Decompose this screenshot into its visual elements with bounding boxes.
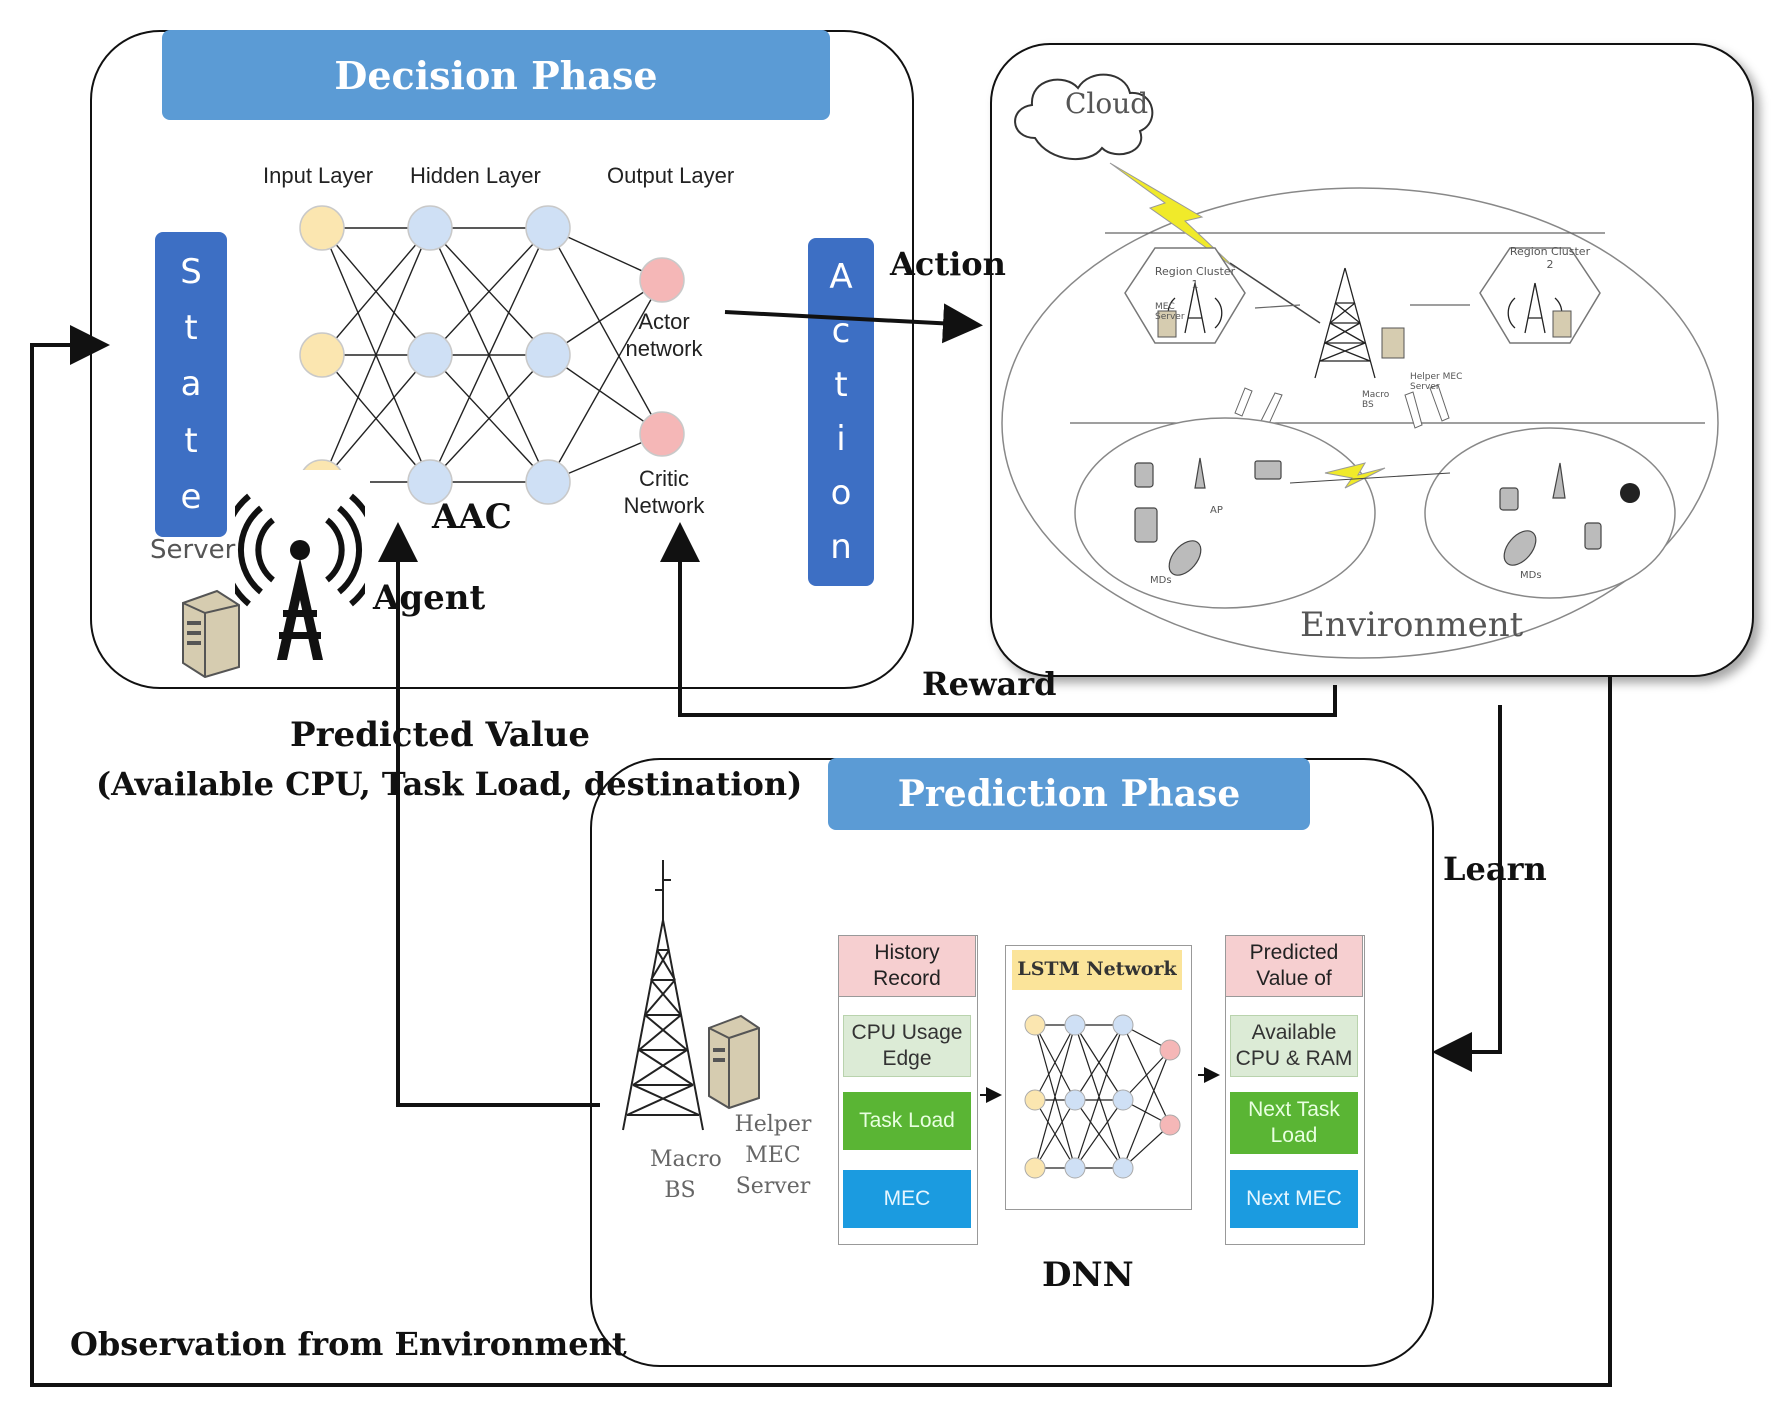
action-letter: t — [834, 365, 848, 405]
action-letter: c — [831, 311, 851, 351]
action-letter: i — [836, 419, 846, 459]
hidden-node — [407, 332, 453, 378]
right-device-cluster — [1424, 427, 1676, 599]
region-cluster-1-label: Region Cluster 1 — [1154, 265, 1236, 291]
critic-network-label: Critic Network — [623, 465, 705, 519]
critic-output-node — [639, 411, 685, 457]
next-mec-cell: Next MEC — [1230, 1170, 1358, 1228]
predicted-value-label: Predicted Value — [290, 715, 591, 755]
actor-network-label: Actor network — [625, 308, 703, 362]
action-letter: o — [830, 473, 852, 513]
mds-right-label: MDs — [1520, 570, 1542, 581]
helper-mec-server-icon — [708, 1014, 760, 1110]
helper-mec-label: Helper MEC Server — [1410, 372, 1463, 392]
hidden-node — [525, 459, 571, 505]
input-node — [299, 332, 345, 378]
cloud-icon — [1014, 73, 1154, 161]
mec-server-label: MEC Server — [1155, 302, 1185, 322]
history-record-header: History Record — [838, 935, 976, 997]
lstm-network-graph — [1024, 1014, 1181, 1179]
server-icon — [182, 589, 240, 678]
action-bar: A c t i o n — [808, 238, 874, 586]
state-letter: a — [180, 364, 202, 405]
reward-arrow — [660, 522, 1337, 717]
antenna-icon — [235, 493, 365, 660]
observation-arrow-label: Observation from Environment — [70, 1325, 627, 1363]
hidden-layer-label: Hidden Layer — [410, 163, 541, 188]
available-cpu-ram-cell: Available CPU & RAM — [1230, 1015, 1358, 1077]
agent-label: Agent — [373, 578, 486, 618]
lightning-icon — [1109, 162, 1236, 269]
predicted-value-header: Predicted Value of — [1225, 935, 1363, 997]
mds-left-label: MDs — [1150, 575, 1172, 586]
state-letter: e — [180, 476, 202, 517]
helper-mec-label: Helper MEC Server — [734, 1112, 812, 1199]
action-arrow — [724, 303, 983, 344]
lstm-network-header: LSTM Network — [1012, 950, 1182, 990]
task-load-cell: Task Load — [843, 1092, 971, 1150]
hidden-node — [407, 205, 453, 251]
macro-bs-tower-icon — [622, 860, 704, 1131]
learn-arrow — [1432, 705, 1502, 1072]
cpu-usage-edge-cell: CPU Usage Edge — [843, 1015, 971, 1077]
environment-illustration — [1001, 73, 1719, 659]
macro-tower-icon — [1314, 267, 1376, 379]
state-letter: S — [180, 252, 202, 293]
next-task-load-cell: Next Task Load — [1230, 1092, 1358, 1154]
prediction-phase-banner: Prediction Phase — [828, 758, 1310, 830]
aac-label: AAC — [432, 497, 512, 537]
environment-label: Environment — [1300, 605, 1524, 645]
hidden-node — [407, 459, 453, 505]
macro-bs-label: Macro BS — [1362, 390, 1390, 410]
macro-bs-label: Macro BS — [650, 1147, 722, 1203]
output-layer-label: Output Layer — [607, 163, 735, 188]
hidden-node — [525, 332, 571, 378]
actor-output-node — [639, 257, 685, 303]
action-letter: A — [829, 257, 853, 297]
state-bar: S t a t e — [155, 232, 227, 537]
action-arrow-label: Action — [890, 245, 1006, 283]
ap-label: AP — [1210, 505, 1223, 516]
environment-ellipse — [1001, 187, 1719, 659]
action-letter: n — [830, 527, 852, 567]
input-layer-label: Input Layer — [263, 163, 374, 188]
region-cluster-1-hexagon — [1124, 247, 1246, 344]
dnn-label: DNN — [1042, 1255, 1134, 1295]
server-label: Server — [150, 535, 236, 565]
reward-arrow-label: Reward — [922, 665, 1057, 703]
mec-cell: MEC — [843, 1170, 971, 1228]
state-letter: t — [184, 420, 198, 461]
region-cluster-2-label: Region Cluster 2 — [1509, 245, 1591, 271]
state-letter: t — [184, 308, 198, 349]
decision-phase-panel — [90, 30, 914, 689]
cloud-label: Cloud — [1065, 87, 1149, 120]
decision-phase-banner: Decision Phase — [162, 30, 830, 120]
predicted-value-detail: (Available CPU, Task Load, destination) — [96, 765, 803, 803]
learn-arrow-label: Learn — [1443, 850, 1547, 888]
hidden-node — [525, 205, 571, 251]
observation-arrow — [30, 325, 1612, 1387]
input-node — [299, 205, 345, 251]
predicted-value-arrow — [378, 522, 600, 1107]
